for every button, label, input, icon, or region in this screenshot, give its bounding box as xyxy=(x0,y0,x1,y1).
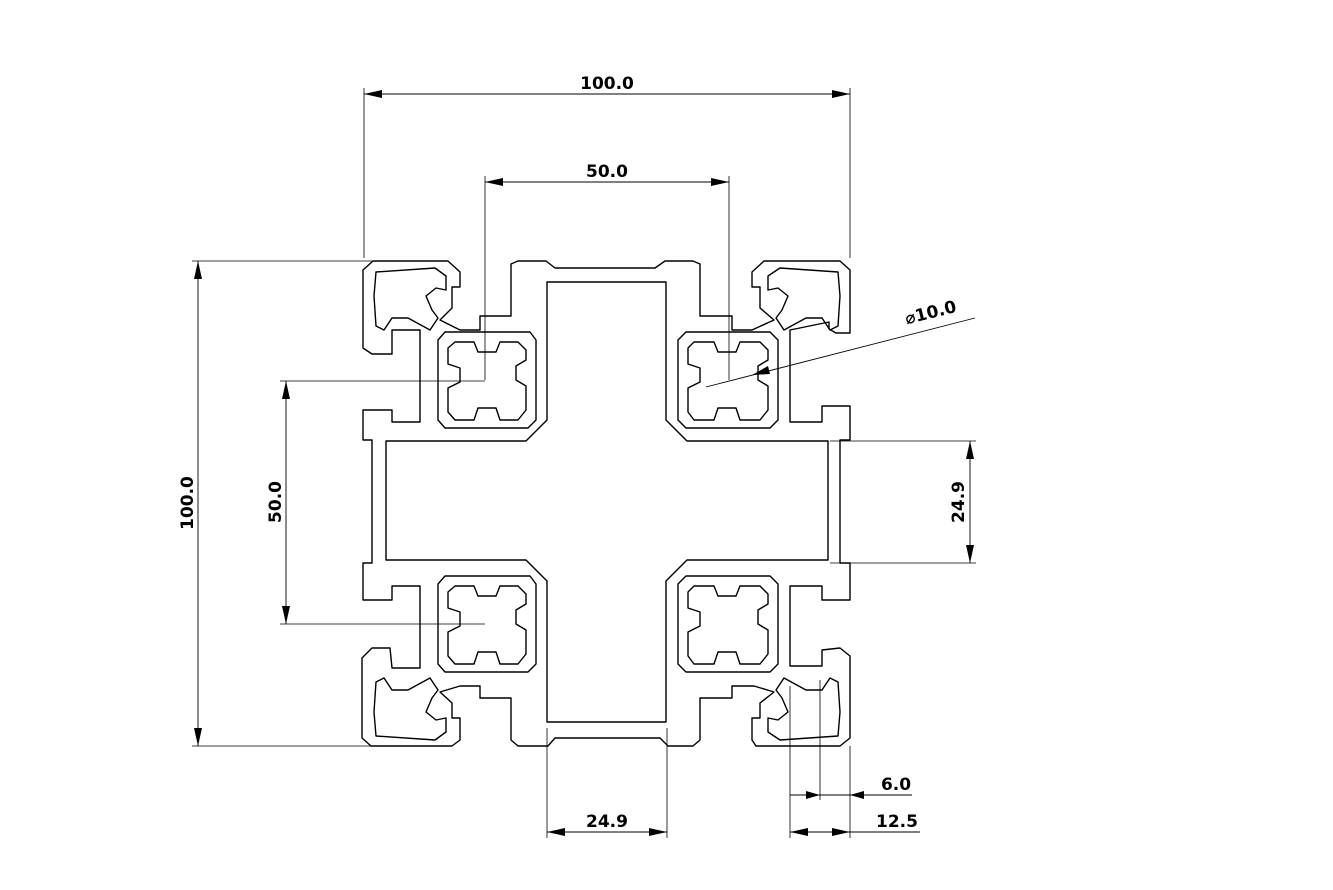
dimension-center-channel-height xyxy=(966,441,974,563)
profile-outline xyxy=(361,260,851,747)
center-cross-cavity xyxy=(385,281,829,723)
dimension-slot-spacing-horizontal xyxy=(485,178,729,186)
dimension-overall-height xyxy=(194,261,202,746)
dimension-bore-diameter-leader xyxy=(705,317,976,388)
corner-slot-bottom-right xyxy=(767,677,841,741)
extension-lines xyxy=(192,88,976,838)
dimension-slot-spacing-vertical xyxy=(282,381,290,624)
inner-core-top-left xyxy=(437,331,537,429)
dimension-center-channel-width xyxy=(547,828,667,836)
label-overall-width: 100.0 xyxy=(580,74,634,94)
label-slot-opening: 6.0 xyxy=(881,775,911,795)
dimension-overall-width xyxy=(364,90,850,98)
inner-core-bottom-right xyxy=(677,575,779,673)
label-overall-height: 100.0 xyxy=(178,476,198,530)
dimension-slot-opening xyxy=(790,791,912,799)
corner-slot-top-right xyxy=(767,267,841,331)
inner-core-top-right xyxy=(677,331,779,429)
label-corner-offset: 12.5 xyxy=(876,812,918,832)
corner-slot-bottom-left xyxy=(373,677,447,741)
label-slot-spacing-horizontal: 50.0 xyxy=(586,162,628,182)
inner-core-bottom-left xyxy=(437,575,537,673)
dimension-corner-offset xyxy=(790,828,920,836)
label-center-channel-height: 24.9 xyxy=(949,481,969,523)
label-slot-spacing-vertical: 50.0 xyxy=(266,481,286,523)
label-center-channel-width: 24.9 xyxy=(586,812,628,832)
corner-slot-top-left xyxy=(373,267,447,331)
